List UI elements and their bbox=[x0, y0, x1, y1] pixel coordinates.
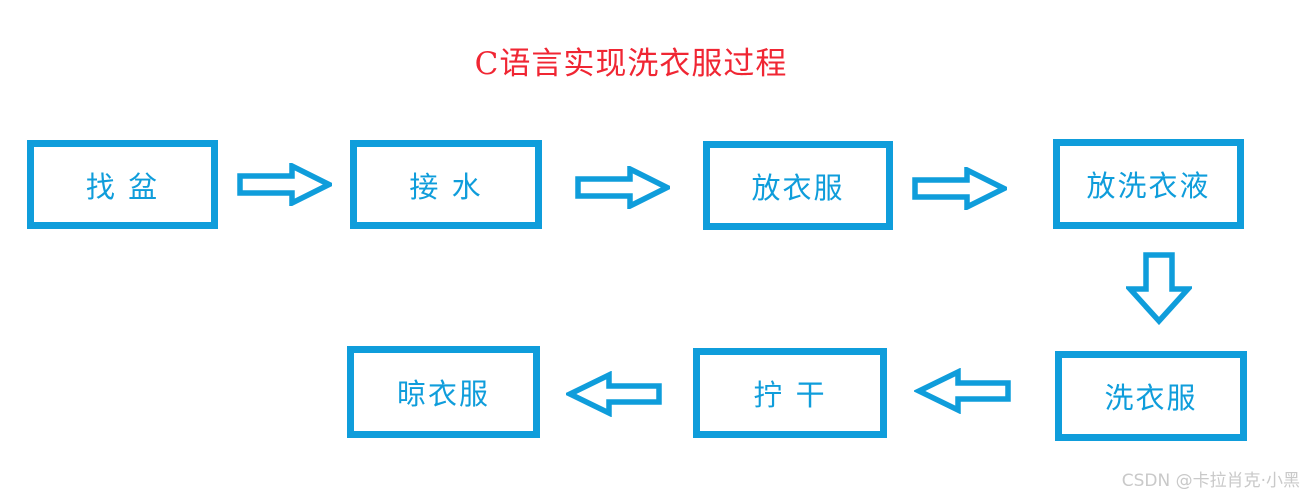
watermark-text: CSDN @卡拉肖克·小黑 bbox=[1121, 471, 1300, 491]
block-arrow-right-icon bbox=[575, 166, 670, 209]
flow-node-hang-clothes: 晾衣服 bbox=[347, 346, 540, 438]
block-arrow-left-icon bbox=[566, 371, 662, 417]
flow-node-fill-water: 接 水 bbox=[350, 140, 542, 229]
flow-node-find-basin: 找 盆 bbox=[27, 140, 218, 229]
flow-node-put-in-clothes: 放衣服 bbox=[703, 141, 893, 230]
block-arrow-down-icon bbox=[1126, 252, 1192, 325]
block-arrow-left-icon bbox=[914, 368, 1011, 414]
flow-node-wash-clothes: 洗衣服 bbox=[1055, 351, 1247, 441]
block-arrow-right-icon bbox=[237, 163, 332, 206]
flow-node-wring-dry: 拧 干 bbox=[693, 348, 887, 438]
block-arrow-right-icon bbox=[912, 167, 1007, 210]
diagram-title: C语言实现洗衣服过程 bbox=[474, 46, 788, 82]
flow-node-add-detergent: 放洗衣液 bbox=[1053, 139, 1244, 229]
